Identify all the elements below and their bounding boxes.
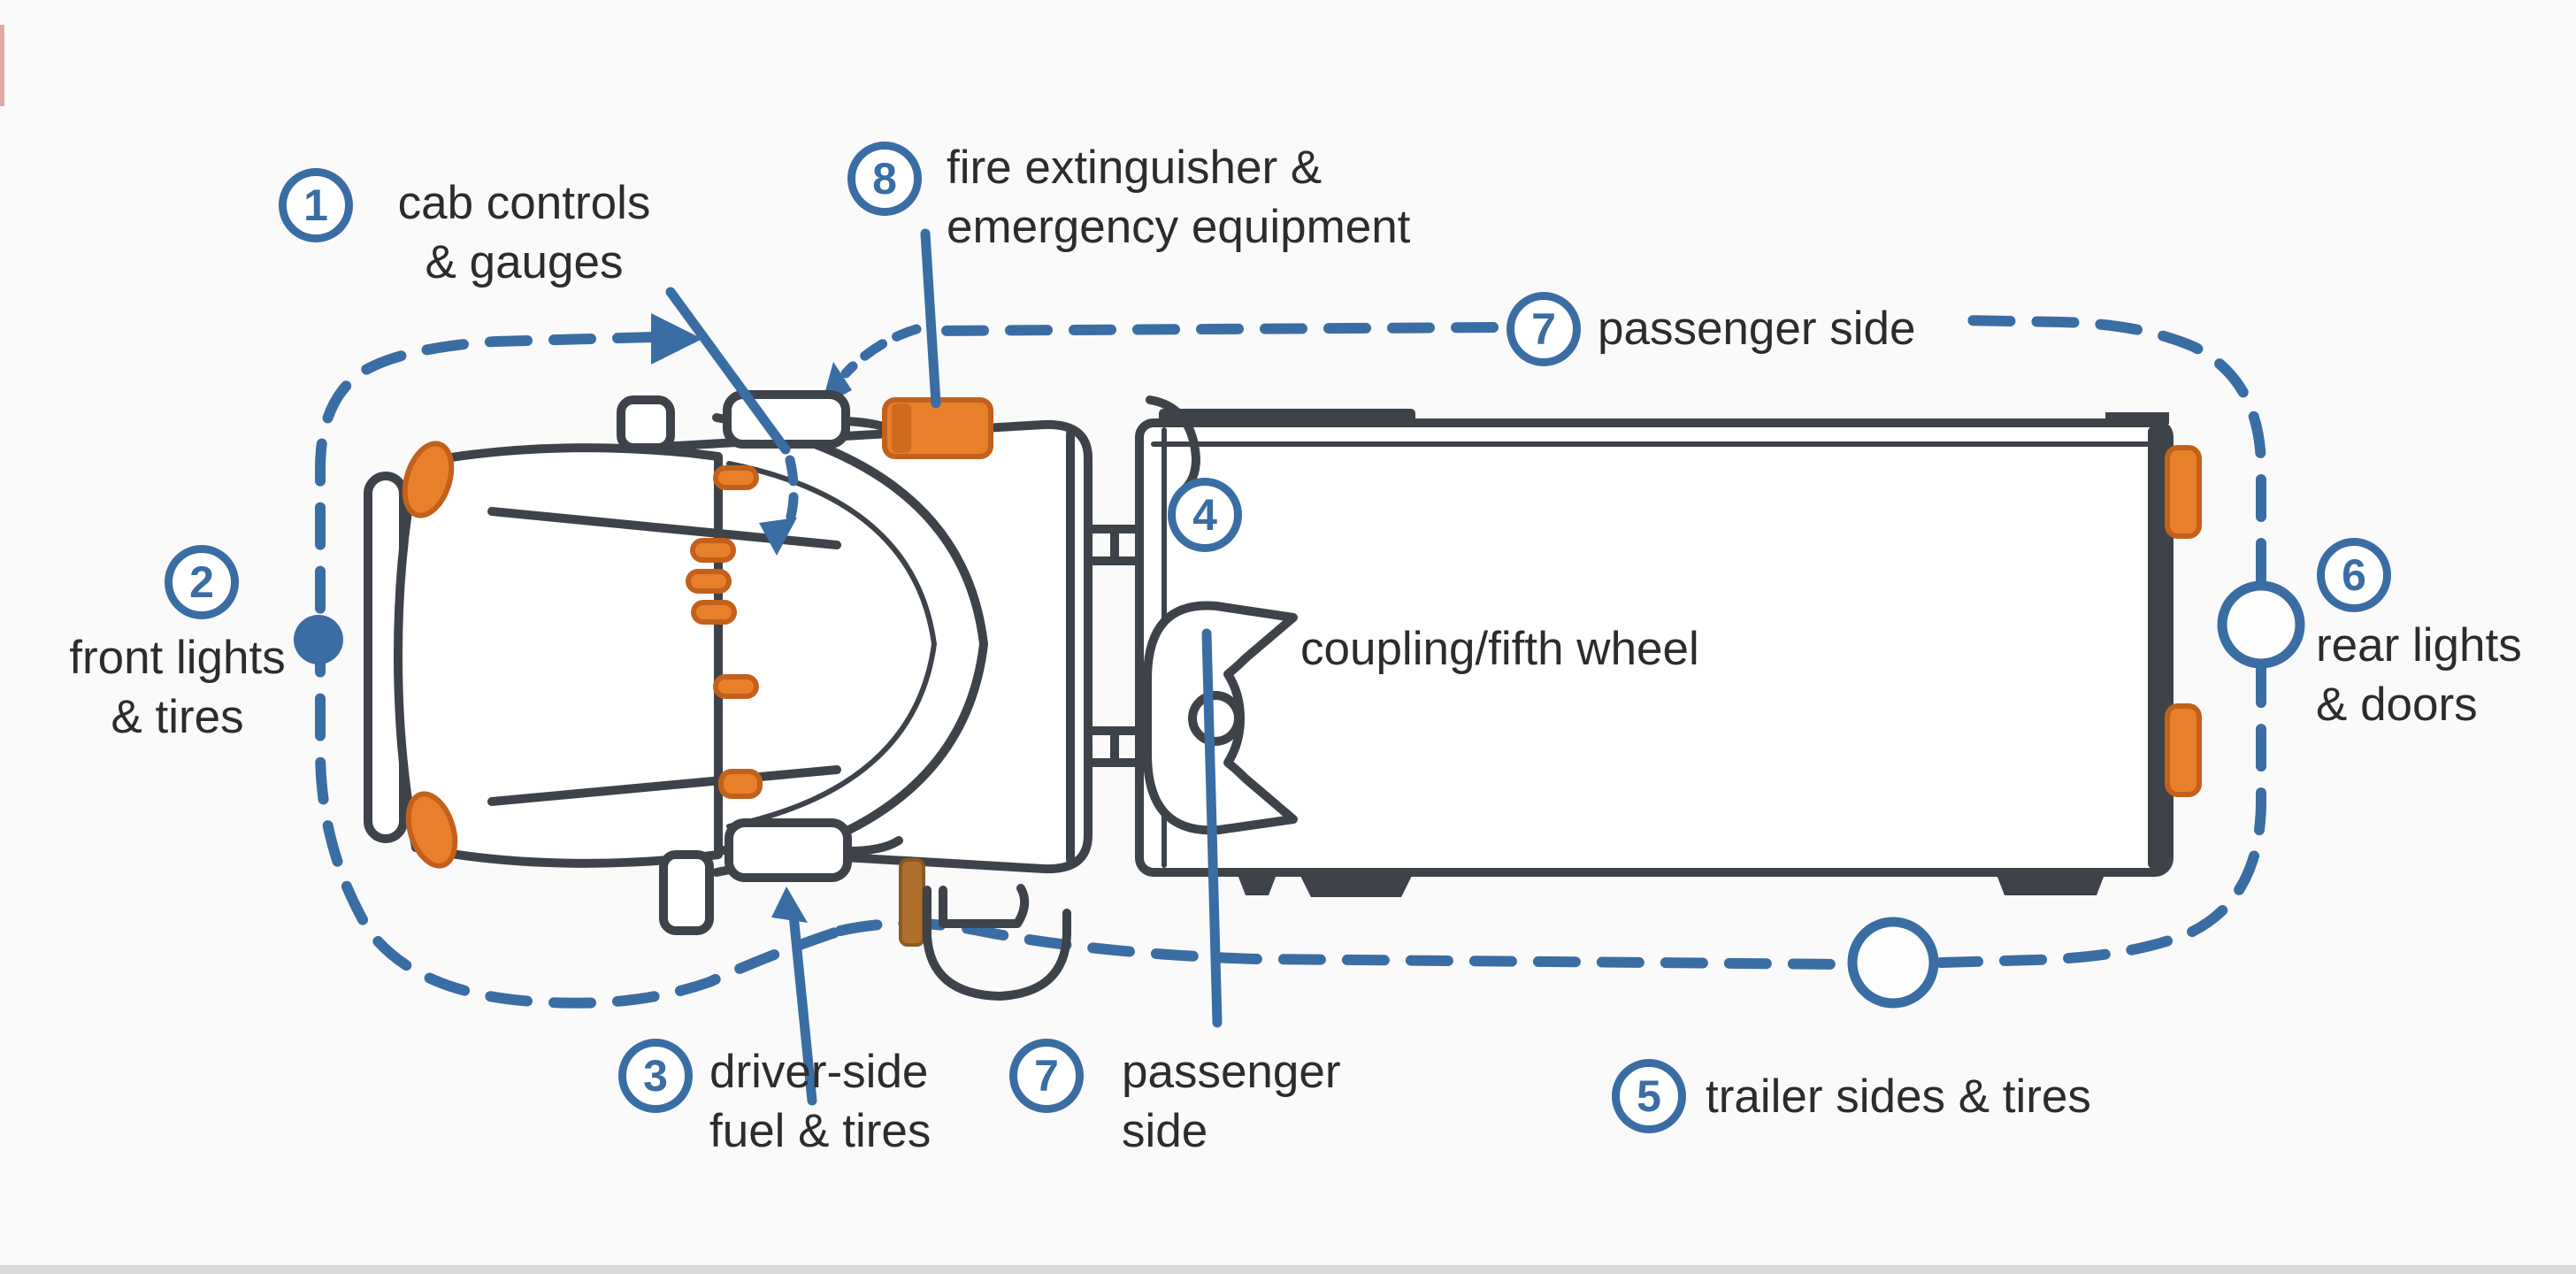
drive-wheel bbox=[1237, 872, 1277, 895]
badge-fire-extinguisher: 8 bbox=[847, 142, 922, 216]
door-hinge-bottom bbox=[2165, 703, 2202, 797]
badge-driver-side: 3 bbox=[618, 1039, 693, 1113]
fuel-tank-bracket bbox=[939, 884, 1030, 928]
badge-rear-lights: 6 bbox=[2317, 538, 2391, 612]
marker-circle-rear bbox=[2217, 580, 2305, 669]
leader-passenger-side bbox=[1201, 628, 1223, 1028]
label-line: passenger side bbox=[1598, 303, 1916, 355]
badge-passenger-top: 7 bbox=[1506, 292, 1581, 366]
label-line: cab controls bbox=[397, 177, 651, 229]
scan-artifact-strip bbox=[0, 1265, 2576, 1274]
drive-wheels-top bbox=[1159, 409, 1415, 425]
label-driver-side: driver-side fuel & tires bbox=[709, 1042, 931, 1161]
mirror-arm bbox=[843, 836, 903, 856]
label-line: driver-side bbox=[709, 1046, 929, 1098]
fuel-tank bbox=[923, 886, 1071, 1001]
label-line: & gauges bbox=[425, 236, 624, 288]
fuel-tank-strap bbox=[899, 858, 925, 947]
trailer bbox=[1135, 409, 2202, 897]
marker-circle-trailer bbox=[1847, 917, 1939, 1009]
leader-cab-controls bbox=[665, 287, 791, 455]
label-line: trailer sides & tires bbox=[1706, 1071, 2091, 1123]
roof-marker-light-icon bbox=[690, 538, 736, 563]
roof-marker-light-icon bbox=[691, 600, 737, 625]
leader-cab-controls-hook bbox=[785, 455, 799, 522]
badge-trailer-sides: 5 bbox=[1612, 1059, 1686, 1133]
badge-passenger-bottom: 7 bbox=[1009, 1039, 1084, 1113]
label-line: front lights bbox=[69, 632, 286, 684]
frame-rail bbox=[1085, 726, 1144, 767]
windshield bbox=[726, 461, 938, 829]
leader-fire-extinguisher bbox=[920, 228, 941, 409]
label-coupling: coupling/fifth wheel bbox=[1300, 619, 1699, 679]
label-line: passenger bbox=[1122, 1046, 1341, 1098]
label-line: & tires bbox=[111, 691, 244, 743]
trailer-rear-door-edge bbox=[2148, 426, 2169, 869]
walk-direction-arrow-icon bbox=[651, 313, 702, 365]
roof-marker-light-icon bbox=[713, 674, 759, 699]
label-front-lights: front lights & tires bbox=[25, 628, 330, 747]
label-line: rear lights bbox=[2316, 619, 2522, 672]
trailer-wheels bbox=[1996, 872, 2105, 895]
label-line: fire extinguisher & bbox=[947, 142, 1322, 194]
cab-step bbox=[659, 850, 714, 935]
roof-marker-light-icon bbox=[686, 569, 732, 594]
leader-arrow-icon bbox=[759, 518, 797, 556]
label-rear-lights: rear lights & doors bbox=[2316, 616, 2522, 734]
label-passenger-top: passenger side bbox=[1598, 299, 1915, 358]
headlight-top-icon bbox=[402, 441, 455, 518]
fire-extinguisher-strap bbox=[892, 403, 911, 453]
badge-front-lights: 2 bbox=[165, 545, 239, 619]
label-trailer-sides: trailer sides & tires bbox=[1706, 1067, 2091, 1126]
leader-arrow-icon bbox=[771, 886, 808, 923]
roof-vent bbox=[617, 395, 675, 452]
roof-fairing bbox=[712, 413, 988, 877]
trailer-corner-step bbox=[2105, 412, 2169, 424]
leader-lines bbox=[665, 228, 1223, 1106]
hood-crease bbox=[487, 765, 841, 806]
label-cab-controls: cab controls & gauges bbox=[372, 173, 677, 292]
marker-dot-front bbox=[294, 615, 343, 664]
door-hinge-top bbox=[2165, 445, 2202, 539]
leader-driver-side bbox=[788, 909, 817, 1106]
scan-artifact-mark bbox=[0, 25, 4, 106]
headlight-bottom-icon bbox=[405, 791, 458, 869]
mirror-bottom bbox=[724, 818, 852, 882]
roof-marker-light-icon bbox=[718, 769, 763, 799]
frame-rail bbox=[1085, 525, 1144, 565]
badge-cab-controls: 1 bbox=[279, 168, 353, 242]
hood bbox=[394, 443, 723, 868]
label-fire-extinguisher: fire extinguisher & emergency equipment bbox=[947, 138, 1410, 257]
label-passenger-bottom: passenger side bbox=[1122, 1042, 1341, 1161]
label-line: & doors bbox=[2316, 679, 2478, 731]
label-line: coupling/fifth wheel bbox=[1300, 623, 1699, 675]
label-line: emergency equipment bbox=[947, 201, 1411, 253]
walk-around-path bbox=[315, 313, 2266, 1009]
route-markers bbox=[294, 580, 2305, 1009]
roof-marker-light-icon bbox=[713, 465, 759, 490]
label-line: fuel & tires bbox=[709, 1105, 932, 1157]
label-line: side bbox=[1122, 1105, 1208, 1157]
tractor bbox=[364, 390, 1200, 1001]
badge-coupling: 4 bbox=[1168, 478, 1242, 552]
drive-wheels-bottom bbox=[1299, 872, 1414, 897]
